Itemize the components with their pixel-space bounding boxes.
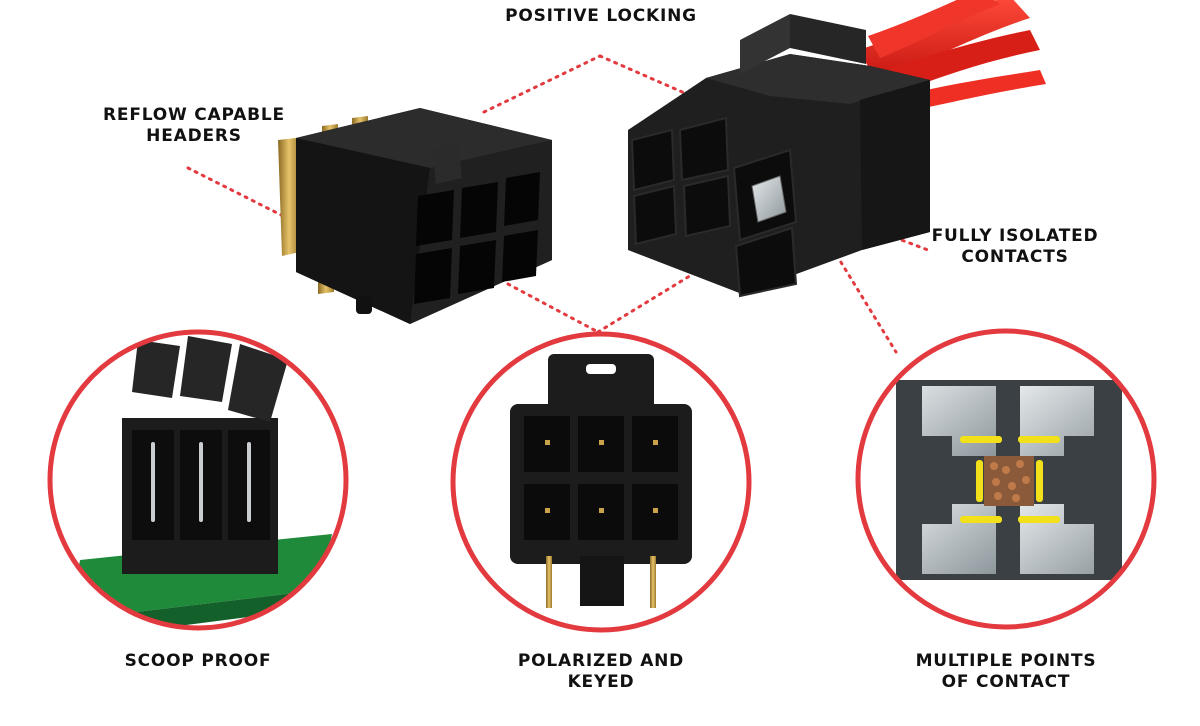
label-polarized-line1: POLARIZED AND xyxy=(517,651,685,671)
leader-polarized-right xyxy=(596,264,708,334)
leader-positive-locking-right xyxy=(598,54,730,114)
label-positive-locking: POSITIVE LOCKING xyxy=(505,6,697,26)
label-reflow-line1: REFLOW CAPABLE xyxy=(103,105,285,125)
label-polarized-line2: KEYED xyxy=(567,672,635,692)
label-multiple-line2: OF CONTACT xyxy=(941,672,1071,692)
label-reflow-line2: HEADERS xyxy=(146,126,242,146)
label-multiple-line1: MULTIPLE POINTS xyxy=(915,651,1097,671)
label-polarized-and-keyed: POLARIZED AND KEYED xyxy=(486,651,716,693)
leader-polarized-left xyxy=(506,282,600,334)
label-scoop-proof: SCOOP PROOF xyxy=(124,651,272,671)
label-multiple-points-of-contact: MULTIPLE POINTS OF CONTACT xyxy=(896,651,1116,693)
polarized-keyed-detail xyxy=(450,331,752,633)
leader-reflow xyxy=(186,166,297,224)
plug-connector-illustration xyxy=(628,0,1046,298)
multiple-contact-detail xyxy=(855,328,1157,630)
leader-positive-locking-left xyxy=(482,54,602,114)
label-reflow-capable-headers: REFLOW CAPABLE HEADERS xyxy=(84,105,304,147)
label-isolated-line1: FULLY ISOLATED xyxy=(931,226,1099,246)
label-isolated-line2: CONTACTS xyxy=(961,247,1069,267)
scoop-proof-detail xyxy=(47,329,349,631)
label-fully-isolated-contacts: FULLY ISOLATED CONTACTS xyxy=(912,226,1118,268)
header-connector-illustration xyxy=(278,108,552,324)
